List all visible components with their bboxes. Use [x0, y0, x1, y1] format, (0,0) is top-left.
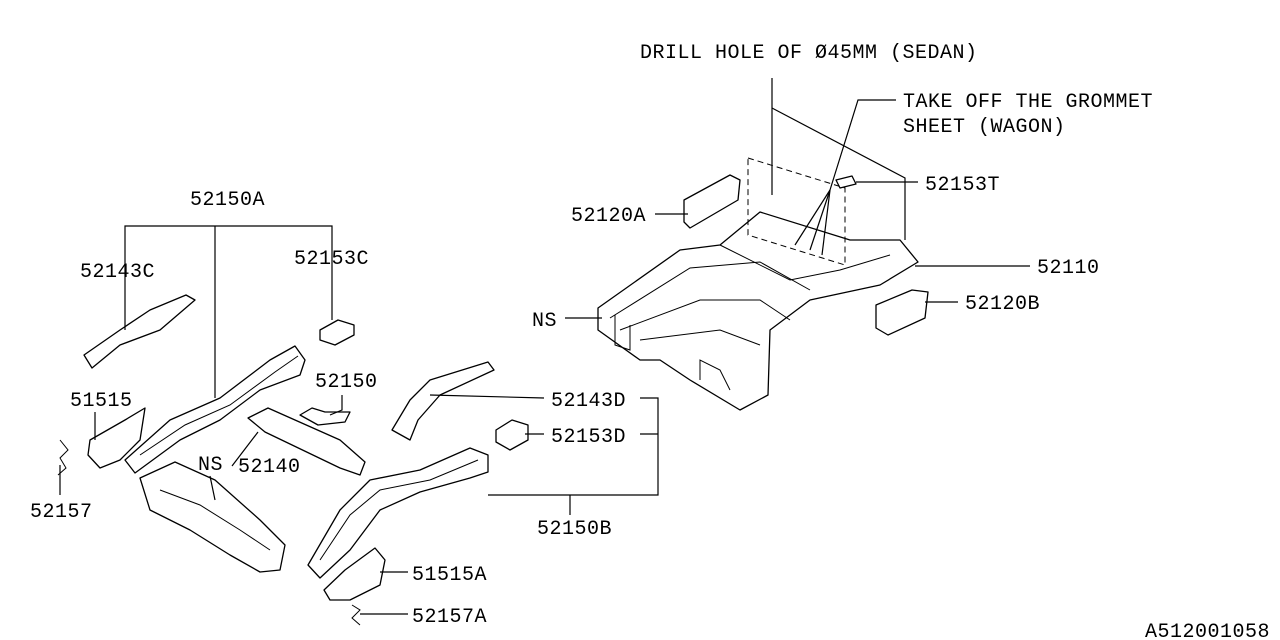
- label-52143D[interactable]: 52143D: [551, 390, 626, 413]
- label-52150A[interactable]: 52150A: [190, 189, 265, 212]
- label-ns-floor[interactable]: NS: [532, 310, 557, 333]
- diagram-id: A512001058: [1145, 621, 1270, 640]
- bracket-51515[interactable]: [87, 407, 146, 469]
- note-grommet-line2: SHEET (WAGON): [903, 116, 1066, 139]
- note-drill-hole: DRILL HOLE OF Ø45MM (SEDAN): [640, 42, 978, 65]
- clip-52157A[interactable]: [351, 604, 361, 626]
- rail-52143D[interactable]: [391, 361, 495, 441]
- grommet-52153T[interactable]: [835, 175, 857, 189]
- label-52157A[interactable]: 52157A: [412, 606, 487, 629]
- label-52153D[interactable]: 52153D: [551, 426, 626, 449]
- label-51515A[interactable]: 51515A: [412, 564, 487, 587]
- panel-52120A[interactable]: [683, 174, 741, 229]
- clip-52157[interactable]: [57, 439, 69, 476]
- label-52150B[interactable]: 52150B: [537, 518, 612, 541]
- front-floor-ns[interactable]: [139, 461, 286, 573]
- label-52150[interactable]: 52150: [315, 371, 378, 394]
- label-52153C[interactable]: 52153C: [294, 248, 369, 271]
- rail-52150A[interactable]: [124, 345, 306, 474]
- rear-floor-panel-52110[interactable]: [597, 157, 919, 411]
- crossmember-52140[interactable]: [247, 407, 366, 476]
- label-52153T[interactable]: 52153T: [925, 174, 1000, 197]
- label-52157[interactable]: 52157: [30, 501, 93, 524]
- label-ns-front[interactable]: NS: [198, 454, 223, 477]
- label-52110[interactable]: 52110: [1037, 257, 1100, 280]
- panel-52120B[interactable]: [875, 289, 929, 336]
- rail-52150B[interactable]: [307, 447, 489, 579]
- label-52120B[interactable]: 52120B: [965, 293, 1040, 316]
- bracket-52153C[interactable]: [319, 319, 355, 346]
- label-52143C[interactable]: 52143C: [80, 261, 155, 284]
- bracket-52153D[interactable]: [495, 419, 529, 451]
- leader-lines: [59, 78, 1030, 615]
- label-51515[interactable]: 51515: [70, 390, 133, 413]
- bracket-52150[interactable]: [299, 407, 351, 426]
- rail-52143C[interactable]: [83, 294, 196, 369]
- label-52140[interactable]: 52140: [238, 456, 301, 479]
- label-52120A[interactable]: 52120A: [571, 205, 646, 228]
- note-grommet-line1: TAKE OFF THE GROMMET: [903, 91, 1153, 114]
